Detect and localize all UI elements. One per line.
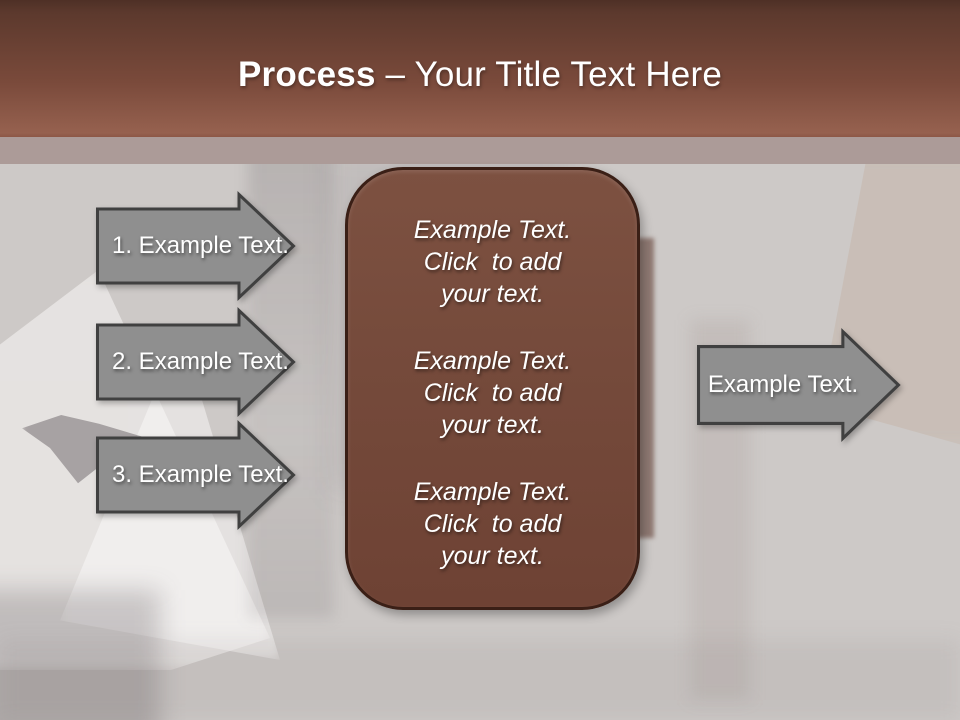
panel-text-block[interactable]: Example Text. Click to add your text. (413, 216, 572, 308)
background-bottom-shade (0, 640, 960, 720)
title-keyword: Process (238, 54, 376, 94)
right-arrow-shape (96, 191, 296, 301)
step-label: 2. Example Text. (112, 348, 289, 375)
right-arrow-shape (697, 327, 901, 443)
output-arrow[interactable]: Example Text. (697, 327, 901, 443)
panel-text-block[interactable]: Example Text. Click to add your text. (413, 478, 572, 570)
output-label: Example Text. (707, 371, 859, 398)
process-step-arrow-1[interactable]: 1. Example Text. (96, 191, 296, 301)
step-label: 3. Example Text. (112, 461, 289, 488)
background-brown-streak (636, 238, 654, 538)
right-arrow-shape (96, 307, 296, 417)
background-dark-corner (0, 590, 160, 720)
right-arrow-shape (96, 420, 296, 530)
step-label: 1. Example Text. (112, 232, 289, 259)
accent-strip (0, 137, 960, 164)
process-step-arrow-2[interactable]: 2. Example Text. (96, 307, 296, 417)
panel-text-block[interactable]: Example Text. Click to add your text. (413, 347, 572, 439)
title-bar: Process – Your Title Text Here (0, 0, 960, 137)
page-title[interactable]: Process – Your Title Text Here (238, 55, 722, 95)
title-rest: – Your Title Text Here (375, 54, 722, 94)
description-panel[interactable]: Example Text. Click to add your text. Ex… (345, 167, 640, 610)
process-step-arrow-3[interactable]: 3. Example Text. (96, 420, 296, 530)
